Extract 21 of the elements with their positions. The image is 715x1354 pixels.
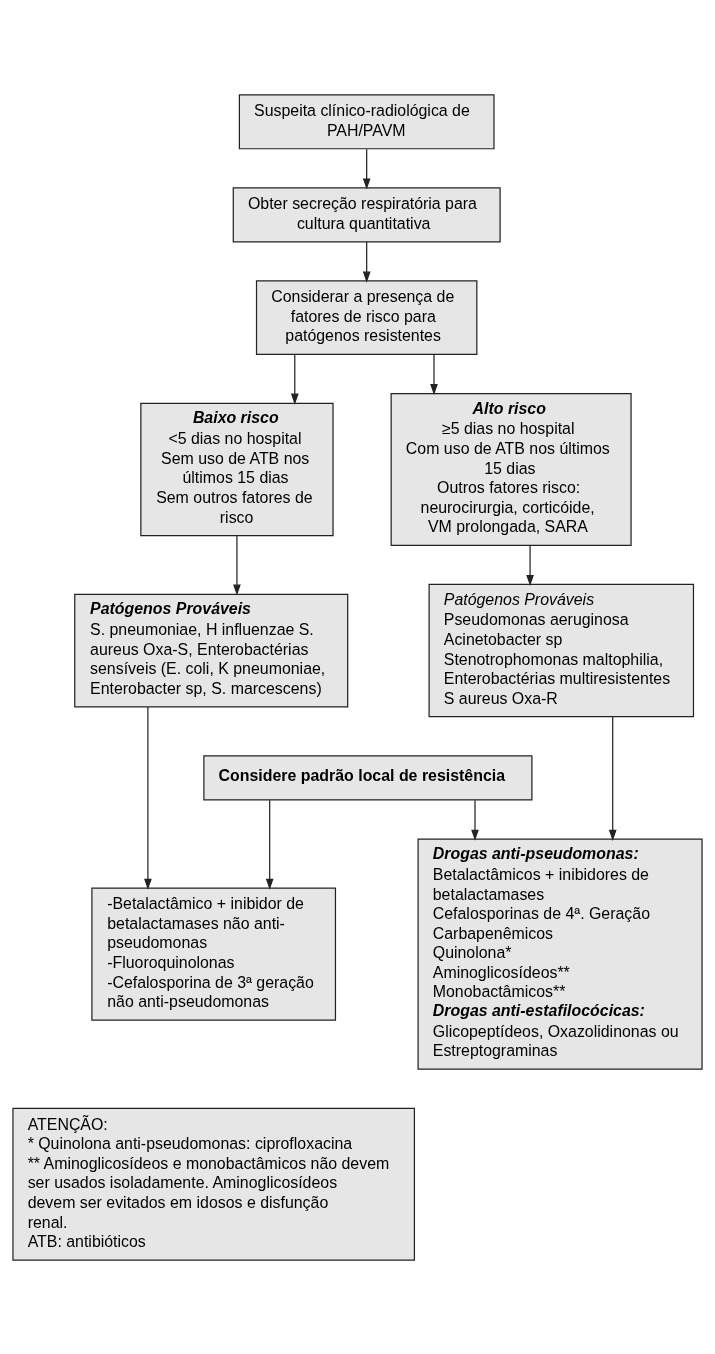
node-box: Obter secreção respiratória para cultura quantitativa [232,186,501,242]
arrow [430,353,438,395]
node-box: Considere padrão local de resistência [203,754,533,800]
node-box: -Betalactâmico + inibidor de betalactamases não anti-pseudomonas -Fluoroquinolonas -Cefalosporina de 3ª geração não anti-pseudomonas [91,886,337,1021]
node-box: Suspeita clínico-radiológica de PAH/PAVM [238,93,495,149]
node-box: Considerar a presença de fatores de risco para patógenos resistentes [255,279,478,355]
node-box: ATENÇÃO: * Quinolona anti-pseudomonas: ciprofloxacina ** Aminoglicosídeos e monobactâmicos não devem ser usados isoladamente. Aminoglicosídeos devem ser evitados em idosos e disfunção renal. ATB: antibióticos [12,1107,416,1261]
arrow [144,705,152,890]
node-box: Alto risco ≥5 dias no hospital Com uso de ATB nos últimos 15 dias Outros fatores risco: neurocirurgia, corticóide, VM prolongada, SARA [390,392,632,546]
node-box: Drogas anti-pseudomonas: Betalactâmicos + inibidores de betalactamases Cefalosporinas de 4ª. Geração Carbapenêmicos Quinolona* Aminoglicosídeos** Monobactâmicos** Drogas anti-estafilocócicas: Glicopeptídeos, Oxazolidinonas ou Estreptograminas [417,837,703,1070]
node-box: Baixo risco <5 dias no hospital Sem uso de ATB nos últimos 15 dias Sem outros fatores de risco [140,402,334,536]
arrow [265,799,274,890]
arrow [233,534,241,596]
arrow [290,353,299,405]
arrow [526,544,534,586]
arrow [471,799,479,841]
arrow [608,715,617,841]
node-box: Patógenos Prováveis Pseudomonas aeruginosa Acinetobacter sp Stenotrophomonas maltophilia, Enterobactérias multiresistentes S aureus Oxa-R [428,583,695,717]
node-box: Patógenos Prováveis S. pneumoniae, H influenzae S. aureus Oxa-S, Enterobactérias sensíveis (E. coli, K pneumoniae, Enterobacter sp, S. marcescens) [74,593,349,707]
arrow [362,240,371,283]
arrow [362,148,371,189]
